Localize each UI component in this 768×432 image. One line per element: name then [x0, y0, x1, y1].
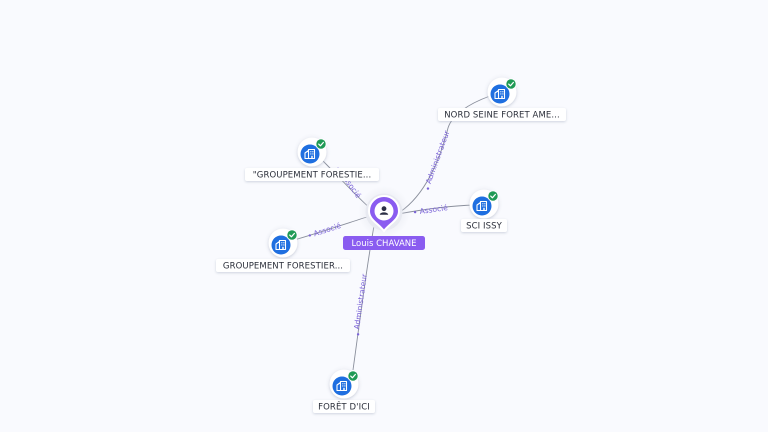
building-icon [472, 196, 492, 216]
center-person-node[interactable]: Louis CHAVANE [343, 186, 425, 250]
edge-line [399, 95, 491, 213]
verified-check-icon [286, 229, 298, 241]
label-background [343, 236, 425, 250]
edge-arrow [308, 234, 312, 237]
label-background [461, 219, 507, 232]
company-name: "GROUPEMENT FORESTIE... [253, 171, 372, 181]
person-icon [374, 201, 394, 221]
building-icon [300, 144, 320, 164]
edge-arrow [413, 210, 417, 214]
company-node[interactable]: FORÊT D'ICI [313, 365, 375, 413]
label-background [245, 168, 379, 181]
company-label[interactable]: FORÊT D'ICI [313, 400, 375, 413]
company-label[interactable]: NORD SEINE FORET AME... [438, 108, 566, 121]
edge-label: Administrateur [352, 272, 369, 330]
edge-label: Associé [312, 221, 342, 238]
company-label[interactable]: SCI ISSY [461, 219, 507, 232]
edge-arrow [356, 333, 360, 336]
company-label[interactable]: "GROUPEMENT FORESTIE... [245, 168, 379, 181]
verified-check-icon [505, 78, 517, 90]
company-node[interactable]: SCI ISSY [461, 185, 507, 232]
company-label[interactable]: GROUPEMENT FORESTIER... [216, 259, 350, 272]
label-background [313, 400, 375, 413]
company-name: FORÊT D'ICI [318, 401, 370, 413]
company-name: GROUPEMENT FORESTIER... [223, 262, 343, 272]
company-name: NORD SEINE FORET AME... [444, 111, 560, 121]
verified-check-icon [347, 370, 359, 382]
verified-check-icon [315, 138, 327, 150]
building-icon [490, 84, 510, 104]
verified-check-icon [487, 190, 499, 202]
building-icon [271, 235, 291, 255]
building-icon [332, 376, 352, 396]
nodes-layer: NORD SEINE FORET AME... "GROUPEMENT FORES… [216, 73, 566, 413]
center-name-label[interactable]: Louis CHAVANE [343, 236, 425, 250]
company-name: SCI ISSY [466, 222, 503, 232]
label-background [216, 259, 350, 272]
edge-label: Associé [419, 203, 449, 216]
edge-label: Administrateur [424, 128, 452, 184]
company-node[interactable]: NORD SEINE FORET AME... [438, 73, 566, 121]
edge-arrow [426, 187, 430, 190]
label-background [438, 108, 566, 121]
company-node[interactable]: "GROUPEMENT FORESTIE... [245, 133, 379, 181]
company-node[interactable]: GROUPEMENT FORESTIER... [216, 224, 350, 272]
person-name: Louis CHAVANE [351, 239, 416, 249]
